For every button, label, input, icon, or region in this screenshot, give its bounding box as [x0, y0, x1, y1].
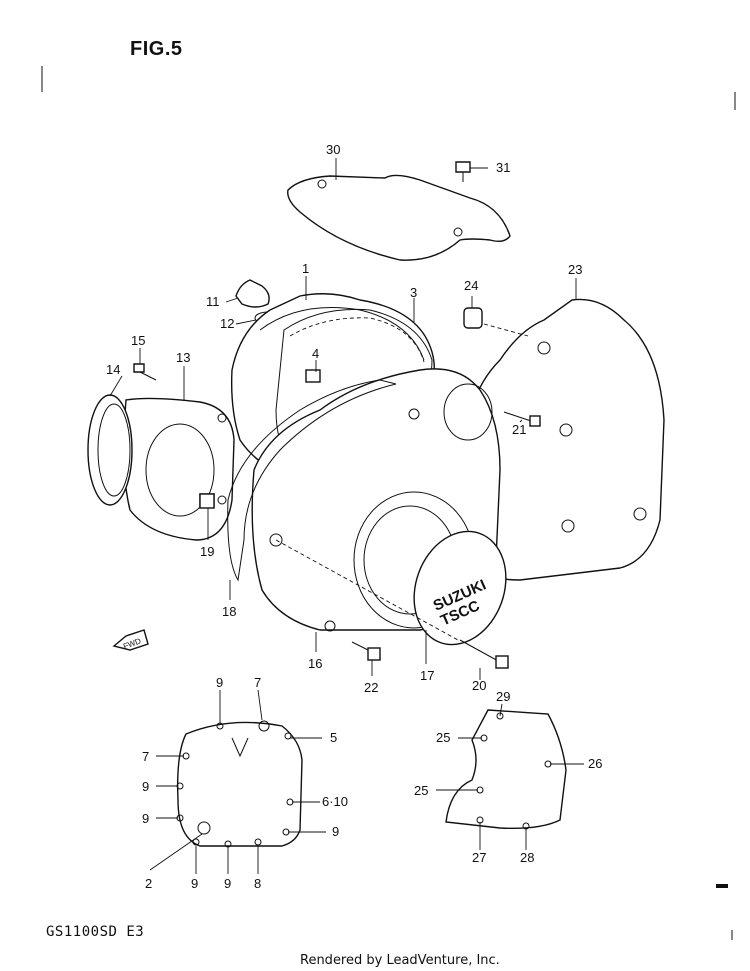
callout-9-bottom-b: 9	[224, 876, 231, 891]
gasket-detail-right	[445, 709, 567, 830]
callout-9-bottom-a: 9	[191, 876, 198, 891]
part-18-cover-gasket	[227, 379, 397, 582]
part-4-dowel	[305, 369, 321, 383]
callout-15: 15	[131, 333, 145, 348]
callout-29: 29	[496, 689, 510, 704]
part-21-bolt	[503, 411, 541, 427]
leader-lines	[109, 158, 584, 874]
callout-4: 4	[312, 346, 319, 361]
part-20-bolt	[275, 539, 509, 669]
part-17-emblem: SUZUKI TSCC	[413, 530, 507, 646]
callout-5: 5	[330, 730, 337, 745]
callout-27: 27	[472, 850, 486, 865]
callout-11: 11	[206, 294, 220, 309]
callout-17: 17	[420, 668, 434, 683]
part-22-bolt	[351, 641, 381, 661]
callout-16: 16	[308, 656, 322, 671]
scan-marks	[41, 66, 736, 940]
callout-31: 31	[496, 160, 510, 175]
part-31-bolt	[455, 161, 471, 182]
callout-26: 26	[588, 756, 602, 771]
callout-22: 22	[364, 680, 378, 695]
callout-14: 14	[106, 362, 120, 377]
callout-1: 1	[302, 261, 309, 276]
part-24-dowel	[463, 307, 529, 337]
callout-8: 8	[254, 876, 261, 891]
callout-2: 2	[145, 876, 152, 891]
callout-30: 30	[326, 142, 340, 157]
part-30-top-cover	[287, 174, 511, 261]
part-14-gasket-ring	[87, 394, 133, 506]
callout-25-top: 25	[436, 730, 450, 745]
callout-19: 19	[200, 544, 214, 559]
part-15-bolt	[133, 363, 157, 381]
footer-credit: Rendered by LeadVenture, Inc.	[300, 953, 500, 968]
figure-title: FIG.5	[130, 38, 183, 60]
callout-6-10: 6·10	[322, 794, 348, 809]
callout-3: 3	[410, 285, 417, 300]
part-13-generator-cover	[123, 397, 235, 541]
callout-18: 18	[222, 604, 236, 619]
callout-9-left-b: 9	[142, 811, 149, 826]
callout-21: 21	[512, 422, 526, 437]
callout-7-top: 7	[254, 675, 261, 690]
callout-9-left-a: 9	[142, 779, 149, 794]
model-code: GS1100SD E3	[46, 924, 145, 940]
callout-28: 28	[520, 850, 534, 865]
callout-9-top: 9	[216, 675, 223, 690]
callout-25-bottom: 25	[414, 783, 428, 798]
callout-23: 23	[568, 262, 582, 277]
callout-labels: 30 31 1 23 24 3 11 12 15 4 13 14 21 19 1…	[106, 142, 602, 891]
fwd-arrow-icon: FWD	[112, 629, 149, 651]
callout-24: 24	[464, 278, 478, 293]
gasket-detail-left	[176, 720, 303, 848]
part-19-dowel	[199, 493, 215, 509]
callout-13: 13	[176, 350, 190, 365]
callout-12: 12	[220, 316, 234, 331]
callout-7-left: 7	[142, 749, 149, 764]
callout-9-right: 9	[332, 824, 339, 839]
callout-20: 20	[472, 678, 486, 693]
